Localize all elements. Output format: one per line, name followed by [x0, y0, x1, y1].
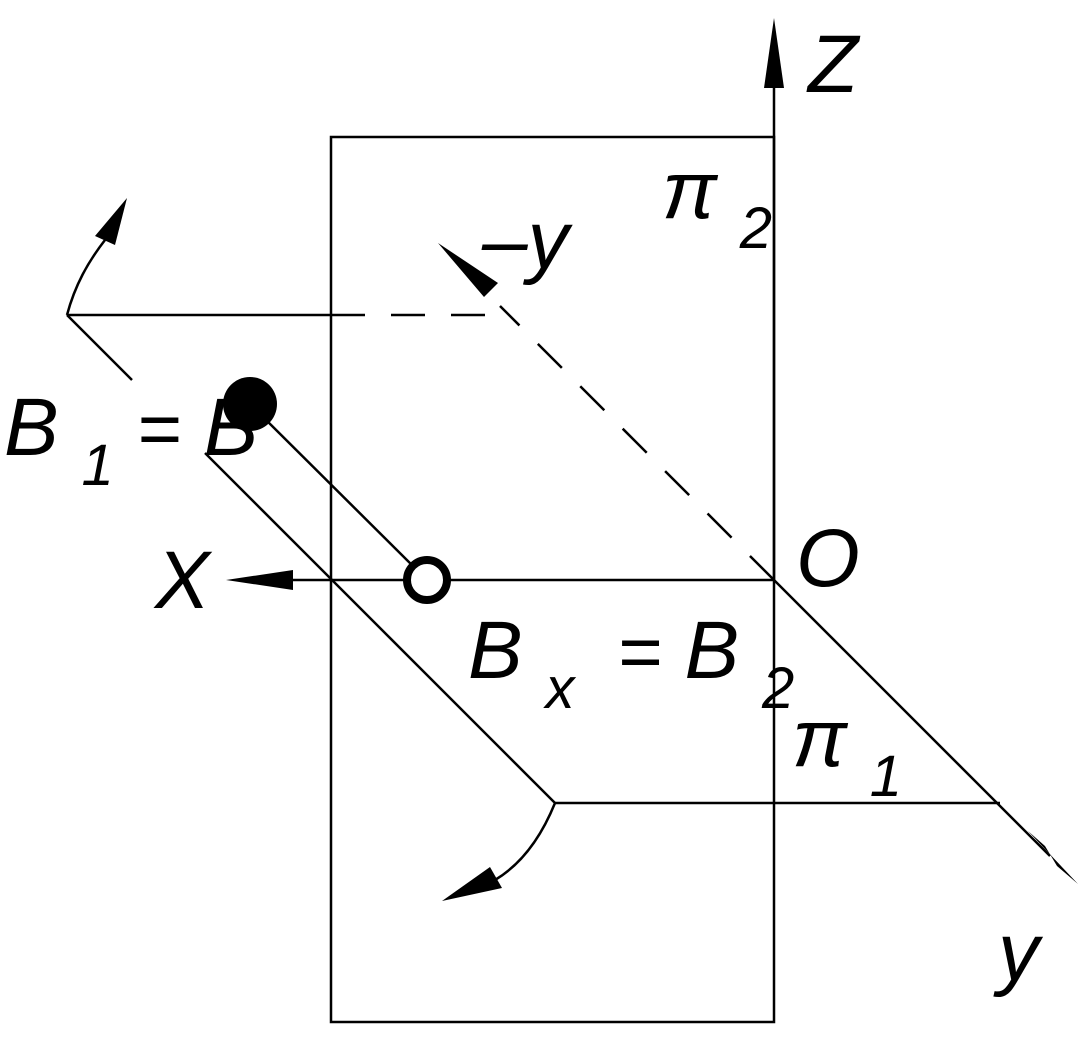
plane-horizontal-letter: π [792, 693, 849, 784]
x-axis-arrowhead [226, 570, 293, 590]
rotation-arc-lower [494, 802, 557, 882]
point-b1-letter: B [4, 382, 59, 473]
point-b1-subscript: 1 [82, 433, 114, 498]
x-axis-label: X [153, 535, 213, 626]
rotation-arrowhead-upper [95, 198, 127, 245]
y-axis-arrowhead [1028, 831, 1078, 884]
point-b2-letter: B [684, 605, 739, 696]
plane-frontal-subscript: 2 [739, 196, 772, 261]
projection-line-b-bx [249, 403, 428, 581]
origin-label: O [796, 513, 860, 604]
z-axis-label: Z [806, 19, 861, 110]
point-bx-subscript: x [543, 656, 577, 721]
point-b-filled [223, 377, 277, 431]
rotated-edge-diagonal [66, 314, 133, 381]
point-bx-hollow [403, 556, 451, 604]
plane-frontal-letter: π [662, 145, 719, 236]
plane-frontal-label: π 2 [662, 145, 772, 261]
point-b2-subscript: 2 [761, 656, 794, 721]
rotation-arrowhead-lower [442, 867, 502, 901]
rotation-arc-upper [65, 239, 106, 316]
point-b-letter: B [204, 382, 259, 473]
point-bx-label: B x = B 2 [468, 605, 794, 726]
plane-horizontal-subscript: 1 [870, 744, 902, 809]
point-bx-letter: B [468, 605, 523, 696]
point-b1-equals: = [137, 387, 181, 472]
horizontal-plane-left-edge [204, 452, 556, 804]
neg-y-axis-arrowhead [438, 243, 498, 297]
y-axis-label: y [993, 907, 1044, 998]
y-axis-line [773, 579, 1051, 857]
neg-y-axis-label: –y [481, 195, 574, 286]
point-bx-equals: = [617, 610, 661, 695]
neg-y-axis-dashed [499, 305, 775, 581]
plane-horizontal-label: π 1 [792, 693, 902, 809]
z-axis-arrowhead [764, 18, 784, 88]
point-b1-label: B 1 = B [4, 382, 258, 503]
